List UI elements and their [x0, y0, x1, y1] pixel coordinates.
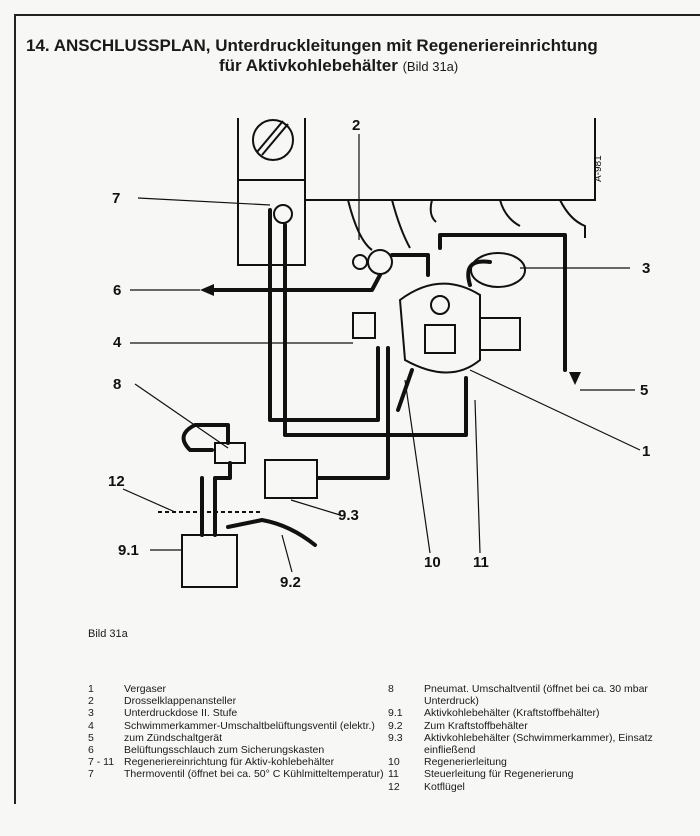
pneumatic-switching-valve: [214, 442, 246, 464]
vacuum-unit-stage-2: [470, 252, 526, 288]
page-title: 14. ANSCHLUSSPLAN, Unterdruckleitungen m…: [26, 36, 646, 77]
callout-8: 8: [113, 376, 121, 393]
carburettor: [398, 282, 521, 374]
carbon-canister-fuel-tank: [181, 534, 238, 588]
callout-12: 12: [108, 473, 125, 490]
callout-9-2: 9.2: [280, 574, 301, 591]
screw-icon: [252, 119, 294, 161]
drawing-code: A-981: [593, 155, 604, 182]
carbon-canister-float-chamber: [264, 459, 318, 499]
title-line-1: 14. ANSCHLUSSPLAN, Unterdruckleitungen m…: [26, 36, 598, 55]
callout-3: 3: [642, 260, 650, 277]
vacuum-hoses: [181, 208, 567, 547]
vent-valve: [352, 312, 376, 339]
arrow-6-icon: [200, 284, 214, 296]
callout-11: 11: [473, 554, 489, 571]
page-border-left: [14, 14, 16, 804]
callout-9-1: 9.1: [118, 542, 139, 559]
figure-reference: (Bild 31a): [402, 59, 459, 74]
callout-9-3: 9.3: [338, 507, 359, 524]
page-border-top: [14, 14, 700, 16]
title-line-2: für Aktivkohlebehälter: [219, 56, 398, 75]
callout-10: 10: [424, 554, 441, 571]
callout-7: 7: [112, 190, 120, 207]
throttle-positioner: [367, 249, 393, 275]
callout-2: 2: [352, 117, 360, 134]
callout-5: 5: [640, 382, 648, 399]
callout-6: 6: [113, 282, 121, 299]
callout-1: 1: [642, 443, 650, 460]
callout-4: 4: [113, 334, 122, 351]
arrow-5-icon: [569, 372, 581, 385]
engine-block: [237, 118, 596, 266]
figure-caption: Bild 31a: [88, 628, 128, 640]
thermo-valve: [273, 204, 293, 224]
leader-lines: [122, 134, 641, 573]
